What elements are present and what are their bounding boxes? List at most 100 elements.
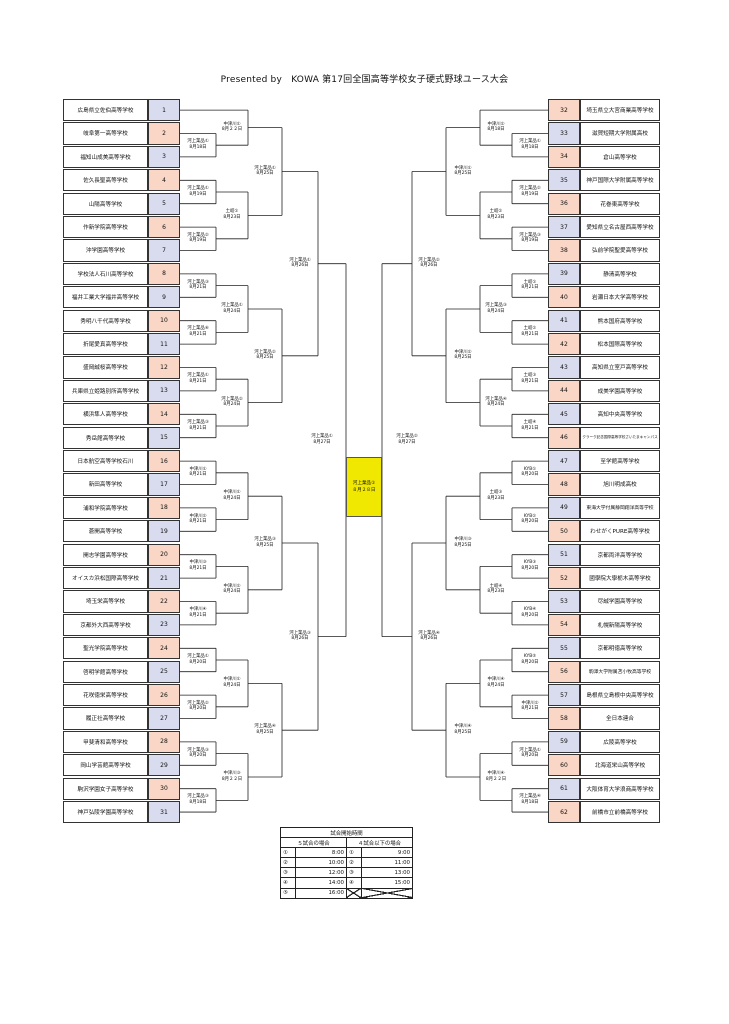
team-name: 札幌新陽高等学校 [580,613,660,636]
seed-number: 32 [548,99,580,122]
match-date: 8月21日 [521,331,539,337]
team-name: 作新学院高等学校 [63,216,148,239]
seed-number: 42 [548,333,580,356]
team-name: 國學院大學栃木高等学校 [580,567,660,590]
match-date: 8月27日 [313,439,331,445]
seed-number: 13 [148,379,180,402]
match-date: 8月25日 [454,171,472,177]
match-date: 8月21日 [521,706,539,712]
match-date: 8月２２日 [221,127,243,133]
match-date: 8月25日 [256,729,274,735]
match-venue: 中津川② [454,349,472,355]
team-name: 広島県立佐伯高等学校 [63,99,148,122]
team-name: 松本国際高等学校 [580,333,660,356]
match-date: 8月20日 [521,472,539,478]
team-name: 京都外大西高等学校 [63,613,148,636]
match-date: 8月21日 [189,612,207,618]
match-venue: 河上業品④ [485,396,507,402]
match-venue: KYB① [523,466,537,472]
team-name: 兵庫県立姫路別所高等学校 [63,379,148,402]
match-date: 8月21日 [189,472,207,478]
team-name: 全日本連合 [580,707,660,730]
match-venue: 河上業品③ [187,747,209,753]
team-name: 福井工業大学福井高等学校 [63,286,148,309]
team-name: 秀岳館高等学校 [63,426,148,449]
team-name: わせがくPURE高等学校 [580,520,660,543]
seed-number: 46 [548,426,580,449]
match-venue: 河上業品② [187,232,209,238]
match-date: 8月19日 [521,238,539,244]
match-date: 8月24日 [223,402,241,408]
match-date: 8月20日 [521,753,539,759]
team-name: 開志学園高等学校 [63,543,148,566]
match-venue: 土岐② [489,209,503,215]
seed-number: 50 [548,520,580,543]
match-venue: 中津川③ [189,560,207,566]
team-name: 日本航空高等学校石川 [63,450,148,473]
match-date: 8月20日 [521,612,539,618]
match-date: 8月18日 [487,127,505,133]
match-venue: 土岐③ [523,373,537,379]
team-name: 佐久長聖高等学校 [63,169,148,192]
seed-number: 16 [148,450,180,473]
match-date: 8月21日 [189,519,207,525]
team-name: 成美学園高等学校 [580,379,660,402]
seed-number: 60 [548,754,580,777]
match-venue: KYB② [523,513,537,519]
final-match-box: 河上業品① ８月２８日 [346,457,382,517]
match-venue: 中津川① [189,466,207,472]
match-date: 8月23日 [487,214,505,220]
seed-number: 35 [548,169,580,192]
seed-number: 48 [548,473,580,496]
match-venue: 河上業品③ [187,279,209,285]
match-date: 8月21日 [521,378,539,384]
team-name: 啓明学館高等学校 [63,660,148,683]
match-date: 8月21日 [189,285,207,291]
seed-number: 28 [148,730,180,753]
seed-number: 3 [148,145,180,168]
match-venue: 河上業品② [187,700,209,706]
final-date: ８月２８日 [352,488,376,493]
seed-number: 18 [148,496,180,519]
team-name: 盛岡誠桜高等学校 [63,356,148,379]
seed-number: 4 [148,169,180,192]
match-venue: 河上業品① [519,139,541,145]
match-venue: 中津川③ [223,771,241,776]
match-venue: 河上業品④ [418,630,440,636]
match-date: 8月21日 [189,425,207,431]
match-venue: 河上業品⑥ [187,326,209,332]
seed-number: 8 [148,262,180,285]
match-venue: 河上業品① [311,434,333,440]
schedule-title: 試合開始時間 [280,826,413,839]
team-name: 蒼開高等学校 [63,520,148,543]
match-date: 8月25日 [256,171,274,177]
team-name: 沖学園高等学校 [63,239,148,262]
match-date: 8月26日 [420,263,438,269]
team-name: 駒澤大学附属苫小牧高等学校 [580,660,660,683]
match-venue: 河上業品③ [289,630,311,636]
seed-number: 49 [548,496,580,519]
match-venue: 中津川① [223,677,241,683]
